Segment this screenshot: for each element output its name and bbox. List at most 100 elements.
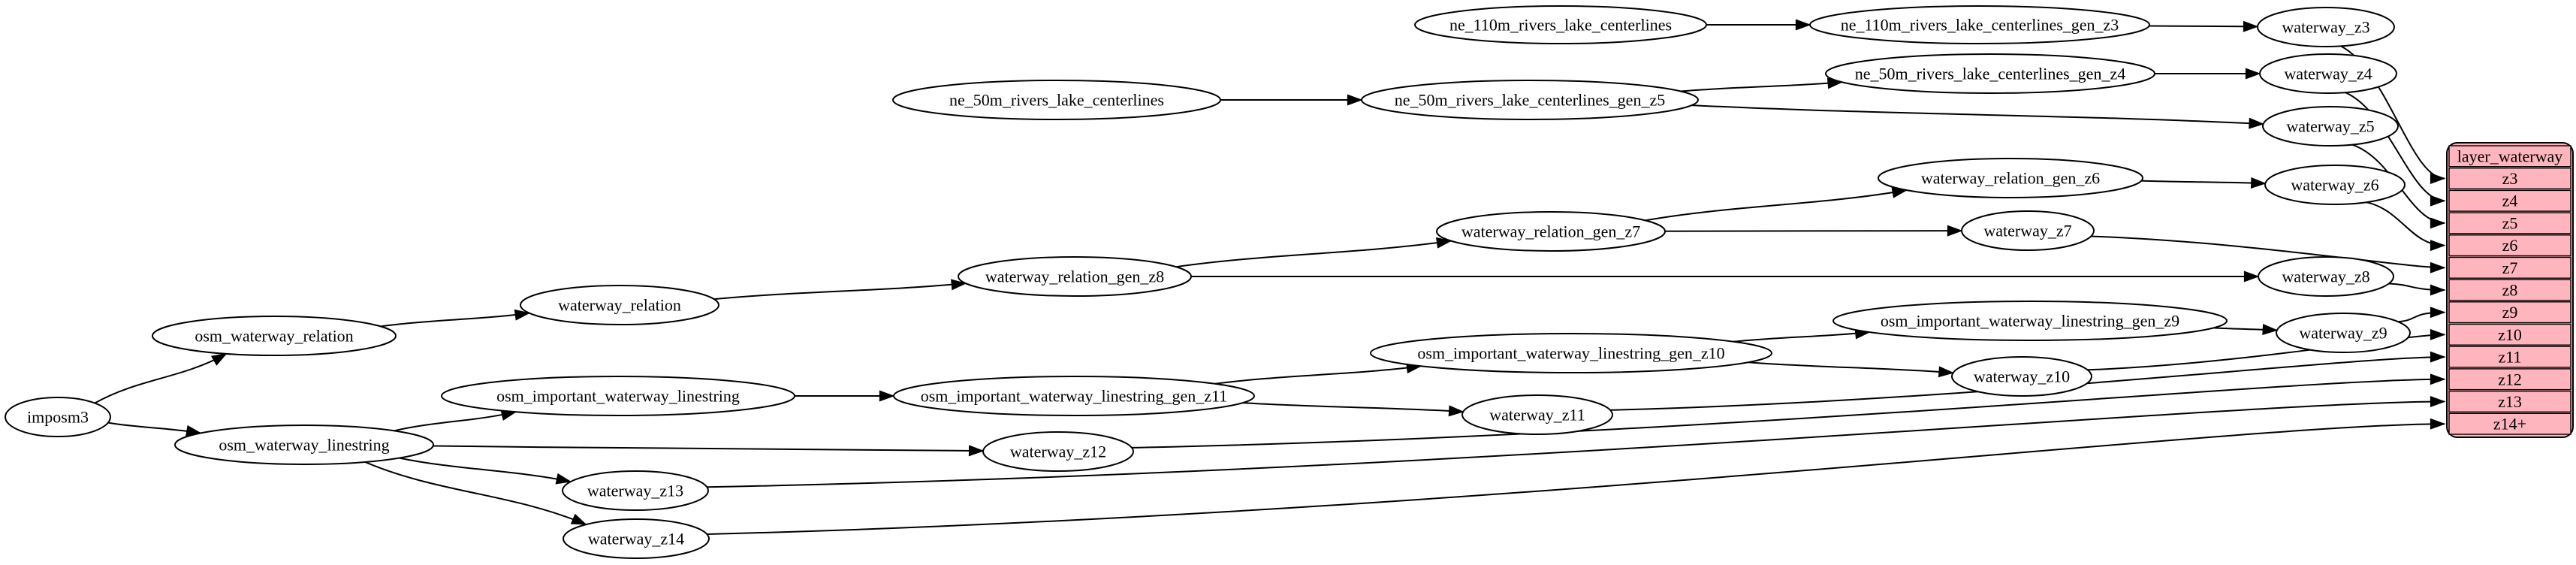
node-shape-waterway_relation_gen_z7 bbox=[1436, 211, 1666, 252]
node-shape-waterway_relation bbox=[520, 285, 719, 325]
edge-osm_waterway_linestring-to-waterway_z14 bbox=[364, 461, 587, 526]
node-waterway_z11: waterway_z11 bbox=[1461, 394, 1613, 435]
node-shape-waterway_z4 bbox=[2259, 53, 2397, 94]
edge-osm_waterway_linestring-to-waterway_z13 bbox=[399, 457, 572, 485]
node-shape-waterway_relation_gen_z6 bbox=[1878, 158, 2143, 198]
node-shape-waterway_z6 bbox=[2264, 165, 2406, 205]
edge-waterway_relation_gen_z8-to-waterway_relation_gen_z7 bbox=[1175, 237, 1452, 268]
node-shape-waterway_z12 bbox=[982, 431, 1134, 472]
node-waterway_relation_gen_z6: waterway_relation_gen_z6 bbox=[1878, 158, 2143, 198]
node-waterway_z6: waterway_z6 bbox=[2264, 165, 2406, 205]
node-shape-osm_important_waterway_linestring bbox=[441, 376, 795, 416]
node-imposm3: imposm3 bbox=[5, 397, 111, 437]
node-label-osm_important_waterway_linestring_gen_z9: osm_important_waterway_linestring_gen_z9 bbox=[1881, 312, 2179, 331]
node-shape-osm_important_waterway_linestring_gen_z11 bbox=[893, 376, 1255, 416]
node-label-waterway_z7: waterway_z7 bbox=[1983, 222, 2071, 240]
table-row-label-z13: z13 bbox=[2498, 392, 2522, 411]
node-label-ne_50m_rivers_lake_centerlines_gen_z5: ne_50m_rivers_lake_centerlines_gen_z5 bbox=[1395, 91, 1665, 110]
node-label-waterway_relation: waterway_relation bbox=[558, 296, 681, 315]
table-row-label-z11: z11 bbox=[2499, 348, 2522, 367]
node-shape-waterway_z9 bbox=[2276, 313, 2411, 353]
table-row-label-z3: z3 bbox=[2502, 169, 2518, 188]
edge-waterway_z14-to-layer_waterway-z14+ bbox=[707, 418, 2446, 535]
node-label-waterway_z6: waterway_z6 bbox=[2291, 176, 2378, 195]
edge-waterway_z6-to-layer_waterway-z6 bbox=[2366, 201, 2446, 252]
table-row-label-z10: z10 bbox=[2498, 325, 2522, 344]
edge-ne_50m_rivers_lake_centerlines_gen_z5-to-ne_50m_rivers_lake_centerlines_gen_z4 bbox=[1680, 77, 1844, 92]
table-row-label-z12: z12 bbox=[2498, 370, 2522, 388]
table-row-label-z4: z4 bbox=[2502, 192, 2518, 210]
node-shape-ne_110m_rivers_lake_centerlines_gen_z3 bbox=[1809, 5, 2150, 44]
table-row-z9 bbox=[2448, 301, 2571, 324]
node-shape-waterway_z7 bbox=[1961, 210, 2095, 251]
node-label-ne_110m_rivers_lake_centerlines_gen_z3: ne_110m_rivers_lake_centerlines_gen_z3 bbox=[1841, 16, 2119, 35]
edge-waterway_z9-to-layer_waterway-z9 bbox=[2398, 307, 2446, 323]
node-label-waterway_z8: waterway_z8 bbox=[2282, 267, 2369, 286]
node-label-waterway_relation_gen_z8: waterway_relation_gen_z8 bbox=[985, 267, 1164, 286]
node-shape-osm_waterway_linestring bbox=[174, 425, 434, 465]
node-ne_50m_rivers_lake_centerlines_gen_z4: ne_50m_rivers_lake_centerlines_gen_z4 bbox=[1825, 53, 2155, 94]
node-label-osm_waterway_relation: osm_waterway_relation bbox=[195, 327, 353, 346]
node-waterway_z13: waterway_z13 bbox=[562, 470, 709, 511]
node-shape-waterway_relation_gen_z8 bbox=[958, 256, 1192, 297]
node-shape-waterway_z5 bbox=[2262, 106, 2399, 147]
node-label-ne_110m_rivers_lake_centerlines: ne_110m_rivers_lake_centerlines bbox=[1449, 16, 1672, 35]
edge-waterway_z7-to-layer_waterway-z7 bbox=[2091, 235, 2446, 273]
table-row-z13 bbox=[2448, 390, 2571, 412]
edge-osm_important_waterway_linestring_gen_z11-to-waterway_z11 bbox=[1242, 402, 1464, 417]
edge-waterway_z4-to-layer_waterway-z4 bbox=[2345, 92, 2446, 207]
table-row-label-z5: z5 bbox=[2502, 213, 2518, 232]
table-row-z7 bbox=[2448, 256, 2571, 279]
node-waterway_relation_gen_z8: waterway_relation_gen_z8 bbox=[958, 256, 1192, 297]
node-label-ne_50m_rivers_lake_centerlines_gen_z4: ne_50m_rivers_lake_centerlines_gen_z4 bbox=[1855, 65, 2125, 83]
edge-waterway_z8-to-layer_waterway-z8 bbox=[2388, 282, 2446, 296]
node-shape-osm_waterway_relation bbox=[152, 316, 397, 356]
node-waterway_z3: waterway_z3 bbox=[2257, 7, 2395, 47]
edge-ne_110m_rivers_lake_centerlines_gen_z3-to-waterway_z3 bbox=[2149, 20, 2259, 32]
layer-waterway-table: layer_waterwayz3z4z5z6z7z8z9z10z11z12z13… bbox=[2446, 142, 2574, 438]
table-row-z12 bbox=[2448, 368, 2571, 391]
node-label-osm_important_waterway_linestring_gen_z11: osm_important_waterway_linestring_gen_z1… bbox=[921, 387, 1228, 406]
node-label-osm_waterway_linestring: osm_waterway_linestring bbox=[219, 436, 389, 455]
node-shape-waterway_z13 bbox=[562, 470, 709, 511]
edges-layer bbox=[94, 19, 2446, 535]
node-label-waterway_z4: waterway_z4 bbox=[2284, 65, 2372, 83]
nodes-layer: imposm3 osm_waterway_relation osm_waterway… bbox=[5, 5, 2411, 559]
node-shape-ne_50m_rivers_lake_centerlines_gen_z5 bbox=[1361, 80, 1699, 120]
edge-osm_waterway_linestring-to-osm_important_waterway_linestring bbox=[394, 409, 517, 432]
node-waterway_relation: waterway_relation bbox=[520, 285, 719, 325]
table-header-cell bbox=[2448, 145, 2571, 168]
node-osm_important_waterway_linestring_gen_z10: osm_important_waterway_linestring_gen_z1… bbox=[1370, 333, 1772, 373]
table-row-label-z9: z9 bbox=[2502, 303, 2518, 322]
edge-waterway_relation_gen_z6-to-waterway_z6 bbox=[2141, 177, 2267, 189]
node-shape-imposm3 bbox=[5, 397, 111, 437]
table-row-z4 bbox=[2448, 189, 2571, 212]
edge-waterway_z13-to-layer_waterway-z13 bbox=[707, 396, 2446, 488]
node-osm_waterway_linestring: osm_waterway_linestring bbox=[174, 425, 434, 465]
node-shape-waterway_z11 bbox=[1461, 394, 1613, 435]
node-label-waterway_z3: waterway_z3 bbox=[2282, 18, 2369, 37]
node-label-waterway_z12: waterway_z12 bbox=[1010, 443, 1106, 461]
node-waterway_z4: waterway_z4 bbox=[2259, 53, 2397, 94]
edge-ne_50m_rivers_lake_centerlines_gen_z5-to-waterway_z5 bbox=[1691, 104, 2265, 129]
node-label-waterway_z5: waterway_z5 bbox=[2286, 117, 2374, 136]
table-row-z3 bbox=[2448, 167, 2571, 190]
node-ne_110m_rivers_lake_centerlines: ne_110m_rivers_lake_centerlines bbox=[1414, 5, 1707, 44]
table-row-z6 bbox=[2448, 234, 2571, 257]
node-label-waterway_z14: waterway_z14 bbox=[588, 530, 684, 548]
edge-osm_important_waterway_linestring_gen_z11-to-osm_important_waterway_linestring_gen_z10 bbox=[1214, 362, 1422, 385]
node-shape-waterway_z14 bbox=[563, 518, 710, 559]
edge-osm_important_waterway_linestring_gen_z9-to-waterway_z9 bbox=[2213, 324, 2279, 336]
node-waterway_z14: waterway_z14 bbox=[563, 518, 710, 559]
edge-waterway_z12-to-layer_waterway-z12 bbox=[1131, 373, 2446, 449]
table-row-label-z14+: z14+ bbox=[2493, 415, 2526, 434]
node-waterway_z12: waterway_z12 bbox=[982, 431, 1134, 472]
table-row-z11 bbox=[2448, 346, 2571, 368]
node-label-waterway_z10: waterway_z10 bbox=[1974, 367, 2070, 386]
node-waterway_z9: waterway_z9 bbox=[2276, 313, 2411, 353]
node-shape-waterway_z10 bbox=[1951, 356, 2092, 397]
node-osm_important_waterway_linestring: osm_important_waterway_linestring bbox=[441, 376, 795, 416]
edge-imposm3-to-osm_waterway_relation bbox=[94, 353, 228, 404]
node-label-osm_important_waterway_linestring_gen_z10: osm_important_waterway_linestring_gen_z1… bbox=[1417, 344, 1724, 363]
